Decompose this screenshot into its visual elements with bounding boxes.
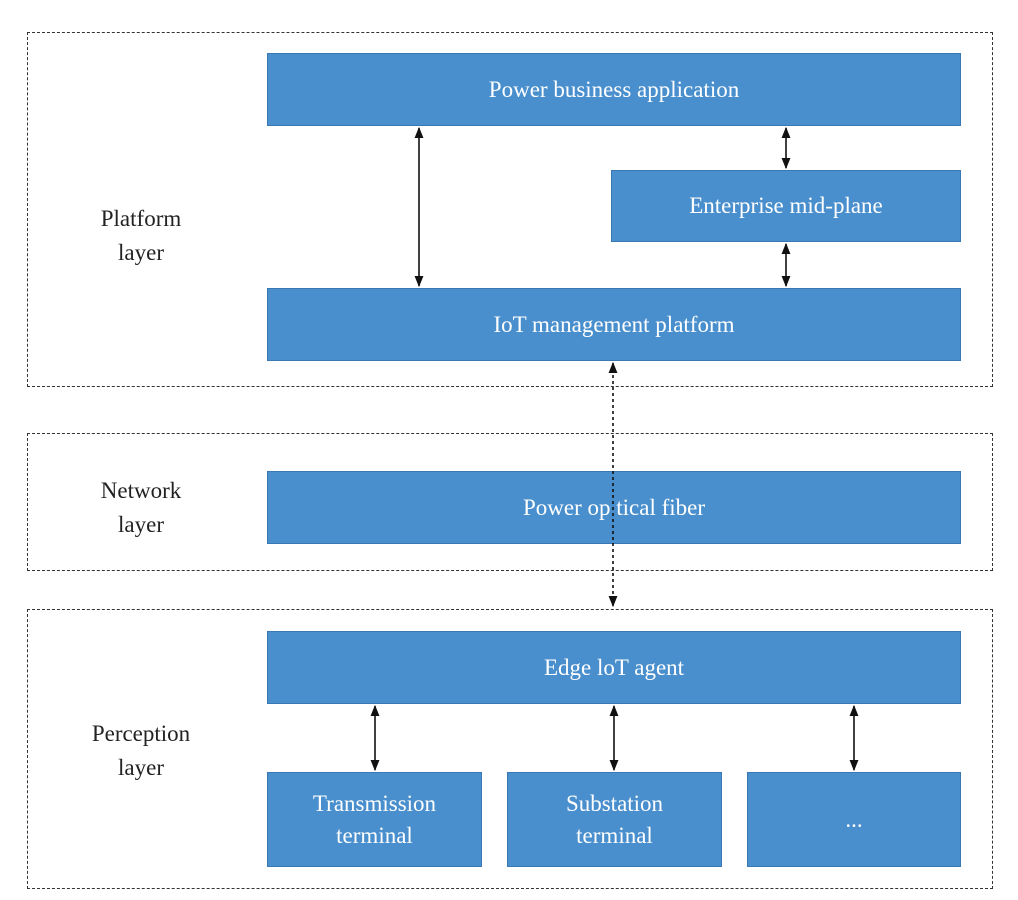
transmission-terminal-label-line2: terminal (336, 822, 413, 848)
perception-layer-label-line2: layer (118, 755, 164, 780)
iot-management-platform-box: IoT management platform (267, 288, 961, 361)
power-business-application-label: Power business application (488, 76, 740, 102)
transmission-terminal-label-line1: Transmission (312, 790, 437, 816)
platform-layer-frame (27, 32, 993, 387)
perception-layer-label-line1: Perception (91, 721, 191, 746)
platform-layer-label: Platform layer (66, 202, 216, 270)
power-optical-fiber-label: Power op tical fiber (522, 494, 706, 520)
substation-terminal-label-line1: Substation (565, 790, 664, 816)
substation-terminal-box: Substation terminal (507, 772, 722, 867)
enterprise-mid-plane-label: Enterprise mid-plane (689, 193, 883, 218)
substation-terminal-label-line2: terminal (576, 822, 653, 848)
enterprise-mid-plane-box: Enterprise mid-plane (611, 170, 961, 242)
power-business-application-box: Power business application (267, 53, 961, 126)
platform-layer-label-line2: layer (118, 240, 164, 265)
network-layer-frame (27, 433, 993, 571)
edge-iot-agent-label: Edge loT agent (543, 654, 685, 680)
perception-layer-label: Perception layer (66, 717, 216, 785)
iot-management-platform-label: IoT management platform (493, 311, 735, 337)
network-layer-label: Network layer (66, 474, 216, 542)
platform-layer-label-line1: Platform (100, 206, 182, 231)
edge-iot-agent-box: Edge loT agent (267, 631, 961, 704)
transmission-terminal-box: Transmission terminal (267, 772, 482, 867)
other-terminal-box: ... (747, 772, 961, 867)
other-terminal-label: ... (845, 806, 863, 832)
power-optical-fiber-box: Power op tical fiber (267, 471, 961, 544)
perception-layer-frame (27, 609, 993, 889)
network-layer-label-line2: layer (118, 512, 164, 537)
network-layer-label-line1: Network (100, 478, 182, 503)
